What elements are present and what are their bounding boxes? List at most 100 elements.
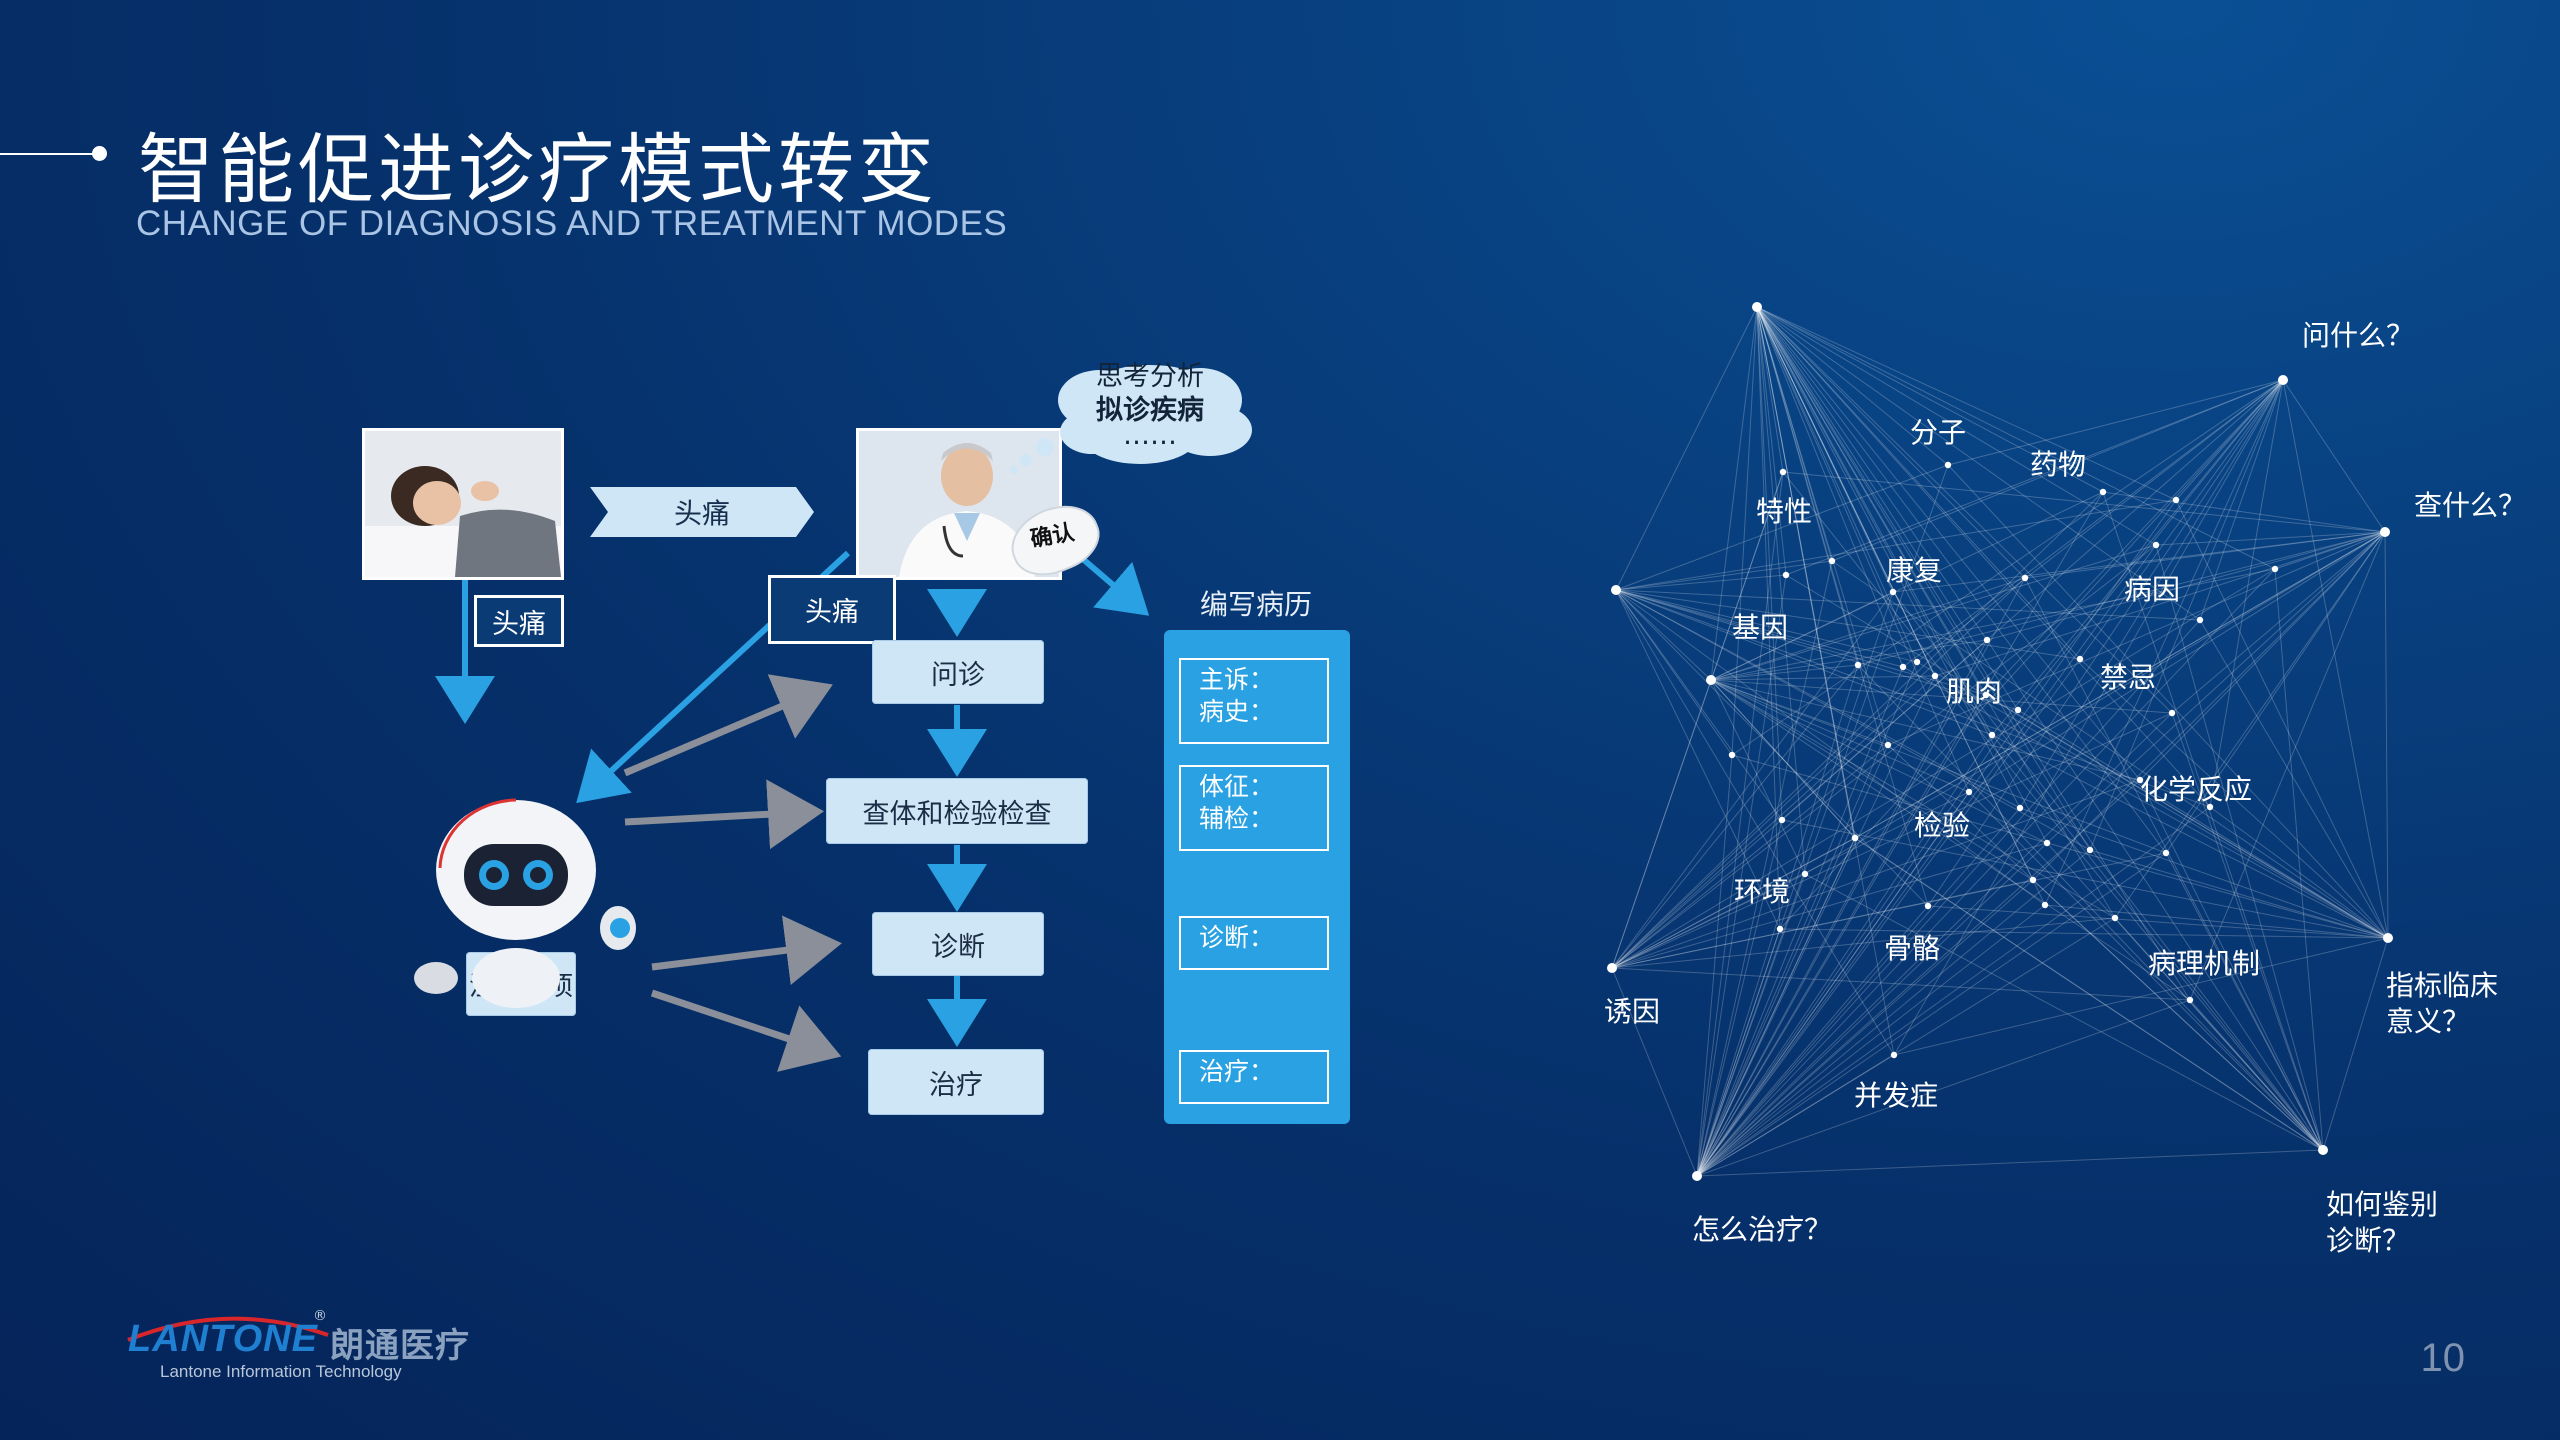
network-node <box>1801 870 1809 878</box>
net-label-cause: 病因 <box>2124 573 2181 606</box>
network-node <box>1983 636 1991 644</box>
record-title: 编写病历 <box>1200 588 1313 621</box>
network-node <box>1913 658 1921 666</box>
network-node <box>1728 751 1736 759</box>
net-label-indicator-1: 指标临床 <box>2386 969 2499 1002</box>
page-subtitle: CHANGE OF DIAGNOSIS AND TREATMENT MODES <box>136 204 1008 243</box>
network-node <box>2029 876 2037 884</box>
network-node <box>2152 541 2160 549</box>
net-label-check: 查什么？ <box>2414 489 2527 522</box>
net-label-test: 检验 <box>1914 809 1971 842</box>
net-label-chemistry: 化学反应 <box>2140 773 2253 806</box>
network-node <box>2086 846 2094 854</box>
network-node <box>2172 496 2180 504</box>
record-label-diagnosis: 诊断： <box>1199 923 1275 952</box>
network-node <box>2043 839 2051 847</box>
doctor-tag: 头痛 <box>768 575 896 644</box>
net-label-ask: 问什么？ <box>2302 319 2415 352</box>
net-label-trigger: 诱因 <box>1604 995 1661 1028</box>
record-field-exam: 体征： 辅检： <box>1179 765 1329 851</box>
arrow-robot-chati <box>624 779 824 850</box>
net-label-rehab: 康复 <box>1886 554 1943 587</box>
chevron-label: 头痛 <box>673 497 730 530</box>
net-label-property: 特性 <box>1756 495 1813 528</box>
step-wenzhen: 问诊 <box>872 640 1044 704</box>
thought-line-1: 思考分析 <box>1096 361 1204 392</box>
logo-brand: LANTONE <box>128 1318 318 1360</box>
record-label-chief: 主诉： <box>1199 665 1275 694</box>
arrow-robot-wenzhen <box>623 674 833 777</box>
network-node <box>2041 901 2049 909</box>
network-hub-node <box>2380 527 2390 537</box>
record-field-treatment: 治疗： <box>1179 1050 1329 1104</box>
net-label-differential-2: 诊断？ <box>2326 1224 2411 1257</box>
network-hub-node <box>2318 1145 2328 1155</box>
network-node <box>2136 776 2144 784</box>
network-node <box>1779 468 1787 476</box>
net-label-treat: 怎么治疗？ <box>1692 1213 1833 1246</box>
thought-text: 思考分析 拟诊疾病 …… <box>1060 360 1240 449</box>
network-node <box>2021 574 2029 582</box>
thought-cloud-icon <box>1010 365 1252 474</box>
network-node <box>2076 655 2084 663</box>
record-field-diagnosis: 诊断： <box>1179 916 1329 970</box>
net-label-drug: 药物 <box>2030 448 2087 481</box>
net-label-pathology: 病理机制 <box>2148 947 2261 980</box>
network-node <box>1924 902 1932 910</box>
page-number: 10 <box>2420 1336 2466 1380</box>
network-node <box>1965 788 1973 796</box>
network-node <box>2099 488 2107 496</box>
medical-record-panel: 主诉： 病史： 体征： 辅检： 诊断： 治疗： <box>1164 630 1350 1124</box>
record-label-signs: 体征： <box>1199 772 1275 801</box>
net-label-differential-1: 如何鉴别 <box>2326 1188 2439 1221</box>
step-zhenduan: 诊断 <box>872 912 1044 976</box>
network-node <box>1944 461 1952 469</box>
network-node <box>1899 663 1907 671</box>
step-zhiliao: 治疗 <box>868 1049 1044 1115</box>
network-node <box>2111 914 2119 922</box>
patient-photo <box>362 428 564 580</box>
net-label-contraindication: 禁忌 <box>2100 661 2157 694</box>
network-node <box>1854 661 1862 669</box>
patient-tag: 头痛 <box>474 595 564 647</box>
network-node <box>1828 557 1836 565</box>
page-title: 智能促进诊疗模式转变 <box>138 125 938 214</box>
network-node <box>1776 925 1784 933</box>
title-bullet-icon <box>92 146 107 161</box>
network-node <box>1982 691 1990 699</box>
record-label-treatment: 治疗： <box>1199 1057 1275 1086</box>
arrow-robot-zhiliao <box>650 989 842 1072</box>
network-hub-node <box>1706 675 1716 685</box>
thought-line-2: 拟诊疾病 <box>1096 395 1204 426</box>
network-node <box>1890 1051 1898 1059</box>
network-node <box>2168 709 2176 717</box>
net-label-environment: 环境 <box>1734 875 1791 908</box>
net-label-indicator-2: 意义？ <box>2386 1005 2471 1038</box>
network-hub-node <box>1611 585 1621 595</box>
logo-tagline: Lantone Information Technology <box>160 1362 402 1381</box>
network-node <box>1851 834 1859 842</box>
network-hub-node <box>2278 375 2288 385</box>
network-hub-node <box>1752 302 1762 312</box>
network-hub-node <box>2383 933 2393 943</box>
logo-registered: ® <box>313 1308 327 1324</box>
network-node <box>1931 672 1939 680</box>
network-node <box>2186 996 2194 1004</box>
net-label-muscle: 肌肉 <box>1946 675 2003 708</box>
doctor-photo <box>856 428 1062 580</box>
record-label-history: 病史： <box>1199 697 1275 726</box>
network-node <box>2016 804 2024 812</box>
chevron-arrow-icon <box>590 487 814 537</box>
network-edges <box>1611 306 2389 1177</box>
record-label-tests: 辅检： <box>1199 804 1275 833</box>
network-node <box>1782 571 1790 579</box>
network-node <box>2014 706 2022 714</box>
network-node <box>2162 849 2170 857</box>
record-field-history: 主诉： 病史： <box>1179 658 1329 744</box>
network-node <box>1988 731 1996 739</box>
network-node <box>1778 816 1786 824</box>
network-node <box>1889 588 1897 596</box>
title-line <box>0 153 95 155</box>
network-node <box>1884 741 1892 749</box>
